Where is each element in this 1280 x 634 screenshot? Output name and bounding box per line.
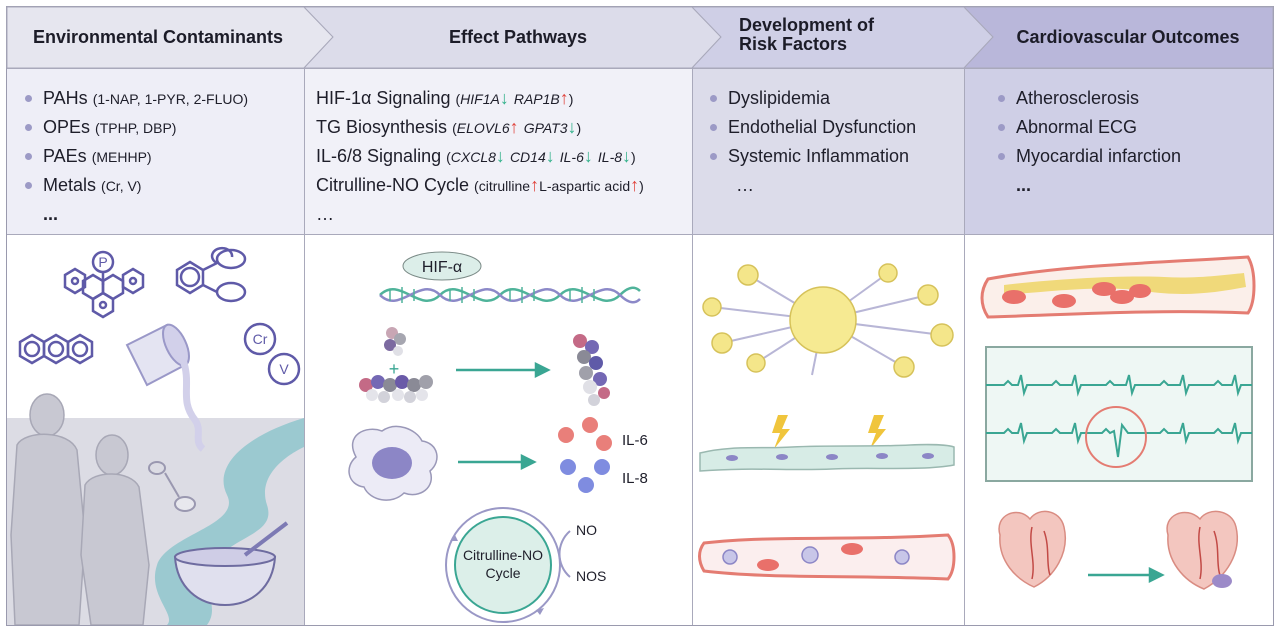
ecg-panel (985, 346, 1253, 482)
triglyceride-molecule-icon (573, 334, 610, 406)
mixing-bowl-icon (173, 521, 289, 607)
ecg-normal-trace (986, 374, 1252, 397)
contaminants-list: PAHs (1-NAP, 1-PYR, 2-FLUO) OPEs (TPHP, … (7, 68, 304, 234)
risk-factors-illustration (698, 263, 956, 581)
progression-arrow (1088, 566, 1165, 584)
cr-icon (243, 322, 277, 356)
pathway-tg: TG Biosynthesis (ELOVL6↑ GPAT3↓) (316, 117, 582, 137)
pathway-il: IL-6/8 Signaling (CXCL8↓ CD14↓ IL-6↓ IL-… (316, 146, 636, 166)
hif-label: HIF-α (422, 259, 462, 276)
divider-list (7, 234, 1273, 235)
v-label: V (279, 361, 289, 377)
list-item: Myocardial infarction (998, 144, 1273, 173)
pathways-list: HIF-1α Signaling (HIF1A↓ RAP1B↑) TG Bios… (304, 68, 692, 234)
outcomes-illustration (980, 255, 1256, 590)
ecg-abnormal-trace (986, 422, 1252, 458)
ecg-abnormal-highlight (1085, 406, 1147, 468)
plaque-deposit (1004, 273, 1246, 295)
reaction-arrow-1 (456, 361, 551, 379)
list-item: Metals (Cr, V) (25, 173, 304, 202)
header-risk-line2: Risk Factors (739, 33, 848, 54)
red-blood-cells (757, 543, 863, 571)
divider-header (7, 68, 1273, 69)
cycle-label-line2: Cycle (485, 565, 520, 581)
header-risk-line1: Development of (739, 14, 875, 35)
pouring-cup-icon (125, 323, 206, 452)
lightning-icon (772, 415, 886, 449)
list-bg-3 (692, 68, 964, 234)
list-bg-1 (7, 68, 304, 234)
list-bg-4 (964, 68, 1273, 234)
list-more: … (736, 175, 754, 195)
ope-molecule-icon (63, 250, 145, 319)
list-item: Atherosclerosis (998, 86, 1273, 115)
cytokine-dots-icon (558, 417, 612, 493)
nos-label: NOS (576, 568, 606, 584)
header-cardiovascular-outcomes: Cardiovascular Outcomes (1016, 27, 1240, 47)
citrulline-cycle-icon (445, 507, 561, 623)
no-curve-arrow (558, 530, 571, 578)
plus-sign: + (389, 359, 400, 379)
small-molecule-icon (384, 327, 406, 356)
list-item: PAEs (MEHHP) (25, 144, 304, 173)
list-more: ... (1016, 175, 1032, 195)
list-item: Abnormal ECG (998, 115, 1273, 144)
cycle-label-line1: Citrulline-NO (463, 547, 543, 563)
risk-factors-list: Dyslipidemia Endothelial Dysfunction Sys… (692, 68, 964, 234)
header-effect-pathways: Effect Pathways (448, 27, 588, 47)
pah-molecule-icon (18, 333, 94, 365)
endothelial-nuclei (726, 453, 934, 461)
immune-cells-in-vessel (722, 546, 910, 565)
dna-helix-icon (379, 286, 641, 304)
list-bg-2 (304, 68, 692, 234)
divider-col-4 (964, 68, 965, 625)
lipoprotein-particles (702, 263, 954, 378)
list-item: Endothelial Dysfunction (710, 115, 964, 144)
list-item: PAHs (1-NAP, 1-PYR, 2-FLUO) (25, 86, 304, 115)
infarcted-heart-icon (1166, 510, 1238, 590)
healthy-heart-icon (998, 510, 1066, 588)
header-chevrons (6, 6, 1274, 69)
no-label: NO (576, 522, 597, 538)
pathway-hif: HIF-1α Signaling (HIF1A↓ RAP1B↑) (316, 88, 574, 108)
lipid-chain-icon (359, 375, 433, 403)
divider-col-3 (692, 68, 693, 625)
people-silhouette (10, 393, 150, 625)
il6-label: IL-6 (622, 432, 648, 449)
list-item: Systemic Inflammation (710, 144, 964, 173)
phosphorus-label: P (98, 254, 107, 270)
pathway-citrulline: Citrulline-NO Cycle (citrulline↑L-aspart… (316, 175, 644, 195)
v-icon (267, 352, 301, 386)
il8-label: IL-8 (622, 470, 648, 487)
artery-blood-cells (1002, 282, 1151, 308)
header-environmental-contaminants: Environmental Contaminants (32, 27, 284, 47)
hif-label-bubble (402, 251, 482, 281)
list-more: ... (43, 204, 59, 224)
reaction-arrow-2 (458, 453, 537, 471)
spoon-icon (148, 461, 196, 512)
cr-label: Cr (253, 331, 268, 347)
pathways-illustration: HIF-α + IL-6 IL-8 (348, 251, 648, 623)
pae-molecule-icon (175, 246, 247, 303)
outcomes-list: Atherosclerosis Abnormal ECG Myocardial … (964, 68, 1273, 234)
list-item: OPEs (TPHP, DBP) (25, 115, 304, 144)
header-development-risk-factors: Development of Risk Factors (718, 4, 965, 65)
divider-col-2 (304, 68, 305, 625)
list-item: Dyslipidemia (710, 86, 964, 115)
contaminants-illustration: P Cr V (7, 246, 304, 625)
cell-nucleus (372, 447, 412, 479)
list-more: … (316, 204, 334, 224)
